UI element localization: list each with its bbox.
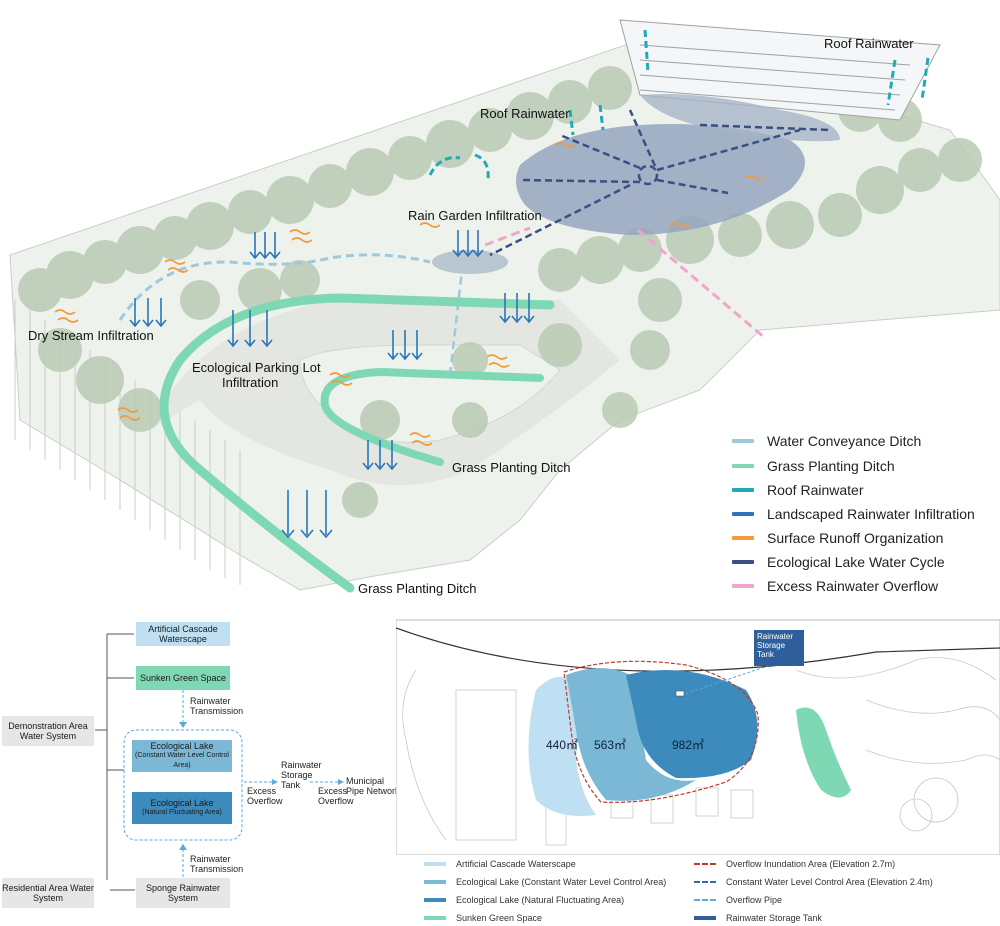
lake-natural-sub: (Natural Fluctuating Area) [142, 809, 222, 816]
plan-legend-swatch [424, 880, 446, 884]
plan-legend-item: Rainwater Storage Tank [694, 910, 822, 926]
label-grass-ditch-lower: Grass Planting Ditch [358, 581, 477, 596]
legend-swatch [732, 536, 754, 540]
legend-label: Water Conveyance Ditch [767, 433, 922, 449]
label-parking-lot-1: Ecological Parking Lot [192, 360, 321, 375]
lake-constant-box: Ecological Lake (Constant Water Level Co… [132, 740, 232, 772]
plan-legend-item: Ecological Lake (Constant Water Level Co… [424, 874, 666, 890]
tree-canopy [18, 66, 982, 518]
label-roof-rainwater-right: Roof Rainwater [824, 36, 914, 51]
legend-item: Grass Planting Ditch [732, 455, 895, 477]
rain-garden-basin [432, 250, 508, 274]
plan-overflow-boundary [563, 660, 759, 803]
plan-legend-swatch [424, 916, 446, 920]
label-rain-garden: Rain Garden Infiltration [408, 208, 542, 223]
legend-label: Grass Planting Ditch [767, 458, 895, 474]
aerial-view: Roof Rainwater Roof Rainwater Rain Garde… [9, 19, 1000, 597]
legend-item: Landscaped Rainwater Infiltration [732, 503, 975, 525]
demo-area-box: Demonstration Area Water System [2, 716, 94, 746]
flowchart: Artificial Cascade Waterscape Sunken Gre… [0, 600, 400, 925]
lake-constant-sub: (Constant Water Level Control Area) [135, 752, 229, 769]
legend-swatch [732, 464, 754, 468]
plan-legend-item: Ecological Lake (Natural Fluctuating Are… [424, 892, 624, 908]
plan-legend-label: Overflow Pipe [726, 895, 783, 905]
label-dry-stream: Dry Stream Infiltration [28, 328, 154, 343]
overflow-arrows [484, 226, 766, 340]
plan-legend-swatch [694, 916, 716, 920]
plan-storage-tank [754, 630, 804, 666]
plan-legend-dash [694, 899, 716, 901]
area-440: 440㎡ [546, 738, 579, 752]
label-roof-rainwater-left: Roof Rainwater [480, 106, 570, 121]
plan-legend-item: Artificial Cascade Waterscape [424, 856, 576, 872]
plan-legend-label: Ecological Lake (Natural Fluctuating Are… [456, 895, 625, 905]
plan-legend-item: Constant Water Level Control Area (Eleva… [694, 874, 933, 890]
legend-swatch [732, 488, 754, 492]
area-563: 563㎡ [594, 738, 627, 752]
storage-tank-text: Rainwater Storage Tank [281, 760, 322, 790]
excess-overflow-2: Excess Overflow [318, 786, 354, 806]
site-plan-drawing [396, 619, 1000, 855]
plan-sunken-green [796, 707, 851, 798]
legend-label: Surface Runoff Organization [767, 530, 944, 546]
plan-legend-label: Sunken Green Space [456, 913, 543, 923]
lake-cycle-arrows [489, 109, 831, 257]
legend-label: Landscaped Rainwater Infiltration [767, 506, 975, 522]
sponge-box: Sponge Rainwater System [136, 878, 230, 908]
plan-legend-item: Overflow Inundation Area (Elevation 2.7m… [694, 856, 895, 872]
water-conveyance-ditch-vertical [448, 269, 464, 376]
legend-item: Water Conveyance Ditch [732, 430, 921, 452]
plan-legend-swatch [424, 898, 446, 902]
legend-swatch [732, 512, 754, 516]
lake-constant-title: Ecological Lake [150, 741, 214, 751]
lake-natural-title: Ecological Lake [150, 798, 214, 808]
sunken-green-box: Sunken Green Space [136, 666, 230, 690]
municipal-pipe-text: Municipal Pipe Network [346, 776, 400, 796]
cascade-box: Artificial Cascade Waterscape [136, 622, 230, 646]
plan-legend-label: Artificial Cascade Waterscape [456, 859, 576, 869]
label-parking-lot-2: Infiltration [222, 375, 279, 390]
building [619, 19, 941, 121]
plan-legend-label: Overflow Inundation Area (Elevation 2.7m… [726, 859, 896, 869]
plan-legend-swatch [424, 862, 446, 866]
roof-rainwater-arrows [428, 29, 930, 181]
plan-legend-label: Constant Water Level Control Area (Eleva… [726, 877, 933, 887]
grass-ditch-outer [159, 293, 555, 593]
area-982: 982㎡ [672, 738, 705, 752]
plan-legend-label: Rainwater Storage Tank [726, 913, 822, 923]
legend-swatch [732, 439, 754, 443]
plan-legend-dash [694, 881, 716, 883]
plan-lake-natural [626, 670, 758, 779]
runoff-arrows [54, 142, 766, 446]
legend-item: Surface Runoff Organization [732, 527, 943, 549]
legend-swatch [732, 584, 754, 588]
plan-cascade [528, 676, 596, 816]
excess-overflow-1: Excess Overflow [247, 786, 283, 806]
legend-item: Excess Rainwater Overflow [732, 575, 938, 597]
plan-storage-tank-label: Rainwater Storage Tank [757, 632, 794, 659]
lake-natural-box: Ecological Lake (Natural Fluctuating Are… [132, 792, 232, 824]
plan-legend-label: Ecological Lake (Constant Water Level Co… [456, 877, 667, 887]
legend-label: Ecological Lake Water Cycle [767, 554, 945, 570]
label-grass-ditch-upper: Grass Planting Ditch [452, 460, 571, 475]
rainwater-transmission-bottom: Rainwater Transmission [190, 854, 244, 874]
infiltration-arrows [129, 230, 535, 539]
grass-ditch-inner [320, 367, 544, 466]
flowchart-connectors [95, 633, 344, 891]
legend-swatch [732, 560, 754, 564]
plan-lake-constant [566, 668, 696, 801]
legend-label: Roof Rainwater [767, 482, 864, 498]
legend-label: Excess Rainwater Overflow [767, 578, 939, 594]
plan-legend-item: Sunken Green Space [424, 910, 542, 926]
plan-legend-dash [694, 863, 716, 865]
water-conveyance-ditch [118, 253, 431, 321]
legend-item: Ecological Lake Water Cycle [732, 551, 945, 573]
residential-area-box: Residential Area Water System [2, 878, 94, 908]
aerial-drawing [9, 19, 1000, 593]
rainwater-transmission-top: Rainwater Transmission [190, 696, 244, 716]
site-plan: Rainwater Storage Tank 440㎡ 563㎡ 982㎡ Ar… [396, 600, 1000, 925]
plan-legend-item: Overflow Pipe [694, 892, 782, 908]
legend-item: Roof Rainwater [732, 479, 864, 501]
